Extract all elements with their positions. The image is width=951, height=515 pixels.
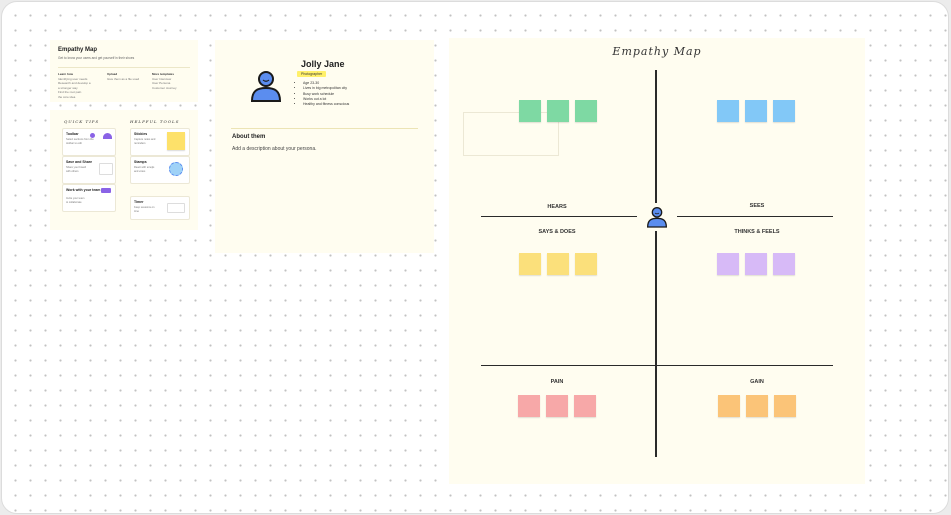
intro-col-upload: Upload Give them as a file used (107, 72, 140, 81)
share-demo-icon (99, 163, 113, 175)
persona-tag[interactable]: Photographer (297, 71, 327, 77)
tip-card-team[interactable]: Work with your team Invite your team to … (62, 184, 116, 212)
sticky-note-says-does[interactable] (575, 253, 597, 275)
tool-card-stamps[interactable]: Stamps React with emojis and votes (130, 156, 190, 184)
sticky-note-thinks-feels[interactable] (773, 253, 795, 275)
tip-card-toolbar[interactable]: Toolbar Select sections from the toolbar… (62, 128, 116, 156)
persona-bullet[interactable]: Healthy and fitness conscious (303, 102, 349, 107)
quick-tips-heading: QUICK TIPS (64, 119, 100, 124)
sticky-note-hears[interactable] (575, 100, 597, 122)
sticky-note-hears[interactable] (547, 100, 569, 122)
intro-col-templates: More templates User Interview User Perso… (152, 72, 177, 90)
sticky-note-pain[interactable] (518, 395, 540, 417)
toolbar-demo-icon (90, 133, 95, 138)
intro-panel: Empathy Map Get to know your users and g… (50, 40, 198, 102)
intro-title: Empathy Map (58, 47, 98, 53)
sticky-note-hears[interactable] (519, 100, 541, 122)
sticky-note-pain[interactable] (546, 395, 568, 417)
sticky-note-sees[interactable] (773, 100, 795, 122)
label-hears: HEARS (547, 204, 567, 210)
bottom-divider (481, 365, 833, 366)
about-title: About them (232, 134, 266, 140)
intro-divider (58, 67, 190, 68)
tool-card-stickies[interactable]: Stickies Capture notes and reminders (130, 128, 190, 156)
empty-text-box[interactable] (463, 112, 559, 156)
sticky-note-sees[interactable] (745, 100, 767, 122)
persona-name[interactable]: Jolly Jane (301, 59, 345, 69)
sticky-note-gain[interactable] (774, 395, 796, 417)
persona-divider (231, 128, 418, 129)
sticky-note-sees[interactable] (717, 100, 739, 122)
vertical-divider (655, 70, 657, 457)
persona-bullet[interactable]: Age 23-30 (303, 81, 349, 86)
tip-card-share[interactable]: Save and Share Share your board with oth… (62, 156, 116, 184)
sticky-note-gain[interactable] (718, 395, 740, 417)
helpful-tools-heading: HELPFUL TOOLS (130, 119, 180, 124)
persona-bullet[interactable]: Busy work schedule (303, 92, 349, 97)
empathy-map-panel: Empathy Map HEARS SEES SAYS & DOES THINK… (449, 38, 865, 484)
toolbar-demo-shape-icon (103, 133, 112, 139)
sticky-note-says-does[interactable] (519, 253, 541, 275)
persona-avatar (248, 68, 284, 109)
persona-bullet[interactable]: Lives in big metropolitan city (303, 86, 349, 91)
user-icon (250, 71, 282, 102)
top-left-divider (481, 216, 637, 217)
about-text[interactable]: Add a description about your persona. (232, 146, 317, 152)
sticky-note-pain[interactable] (574, 395, 596, 417)
label-pain: PAIN (550, 379, 564, 385)
user-icon (646, 207, 668, 228)
intro-subtitle: Get to know your users and get yourself … (58, 56, 135, 60)
sticky-note-gain[interactable] (746, 395, 768, 417)
top-right-divider (677, 216, 833, 217)
stamp-demo-icon (169, 162, 183, 176)
sticky-demo-icon (167, 132, 185, 150)
label-thinks-feels: THINKS & FEELS (734, 229, 780, 235)
label-says-does: SAYS & DOES (538, 229, 576, 235)
persona-panel: Jolly Jane Photographer Age 23-30 Lives … (215, 40, 434, 253)
intro-col-learn: Learn how Identifying user needs Researc… (58, 72, 91, 99)
tips-panel: QUICK TIPS HELPFUL TOOLS Toolbar Select … (50, 110, 198, 230)
label-gain: GAIN (750, 379, 764, 385)
label-sees: SEES (749, 203, 765, 209)
tool-card-timer[interactable]: Timer Keep sessions on time (130, 196, 190, 220)
sticky-note-says-does[interactable] (547, 253, 569, 275)
persona-bullet[interactable]: Works out a lot (303, 97, 349, 102)
sticky-note-thinks-feels[interactable] (745, 253, 767, 275)
map-title: Empathy Map (612, 45, 702, 58)
timer-demo-icon (167, 203, 185, 213)
sticky-note-thinks-feels[interactable] (717, 253, 739, 275)
persona-bullets: Age 23-30 Lives in big metropolitan city… (295, 81, 349, 107)
center-avatar (640, 203, 674, 231)
team-demo-icon (101, 188, 111, 193)
